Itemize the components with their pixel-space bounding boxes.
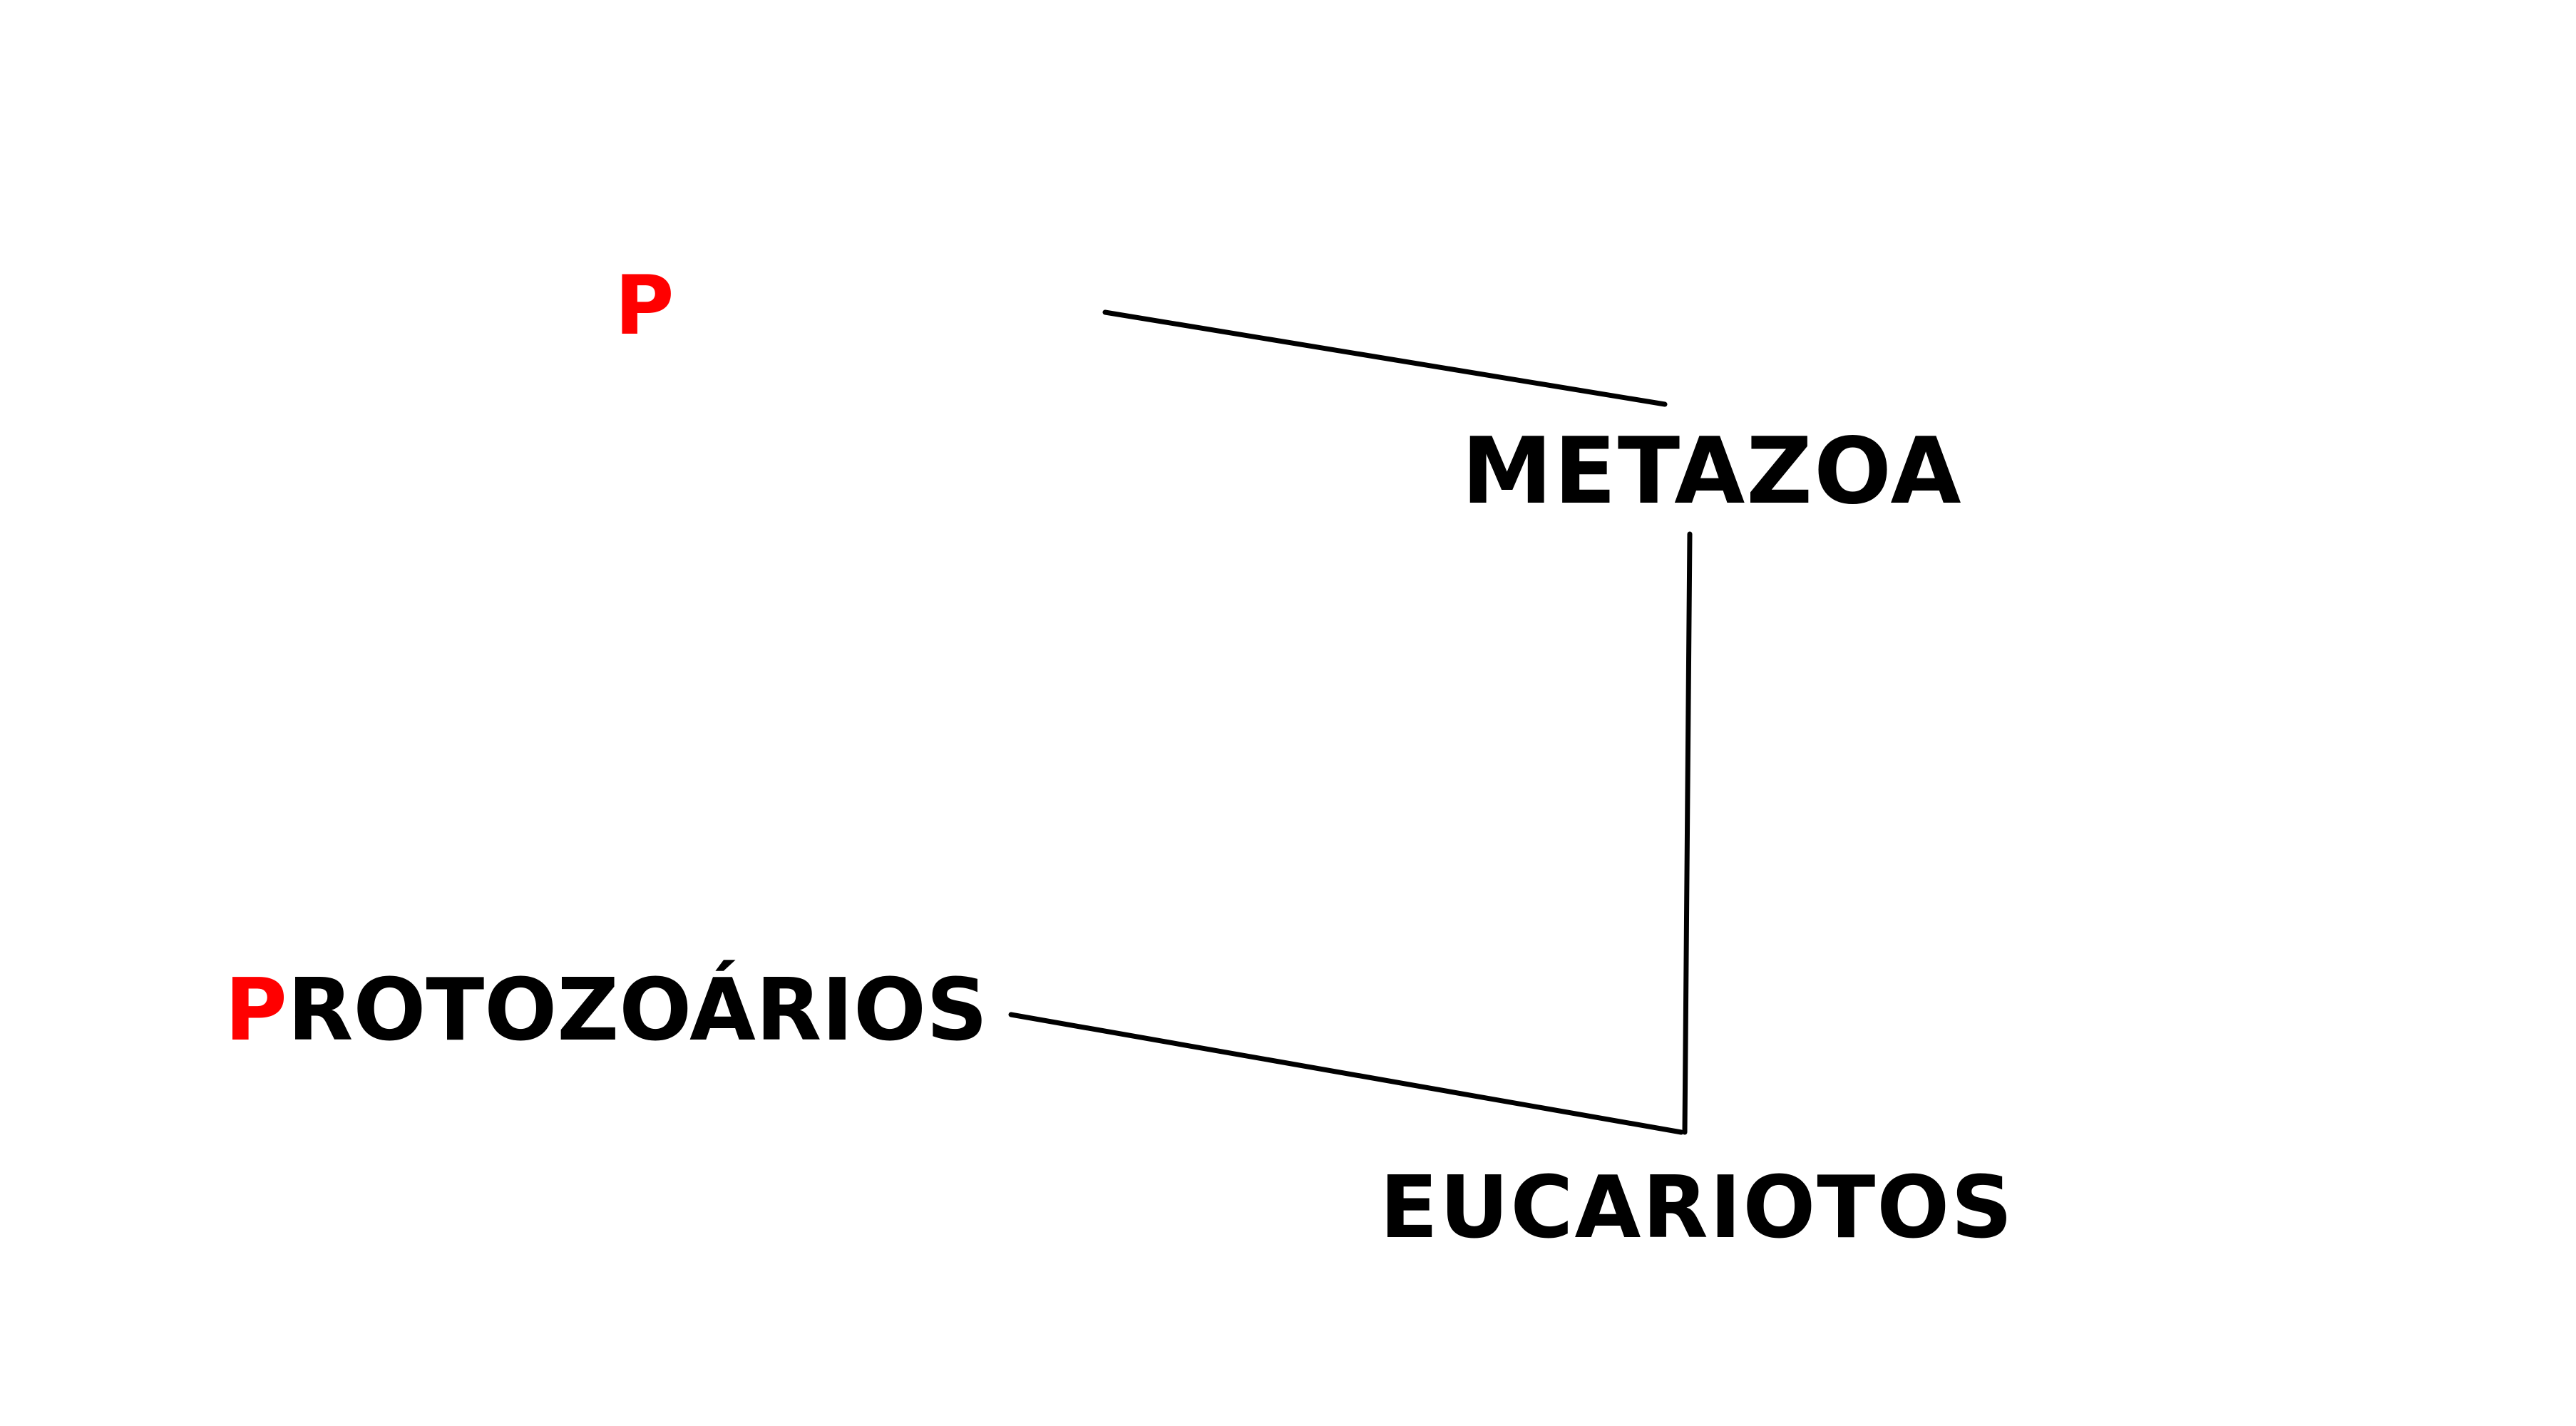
label-eucariotos: EUCARIOTOS [1380,1159,2014,1258]
label-protozoarios: PROTOZOÁRIOS [225,968,987,1054]
label-protozoarios-initial: P [225,961,287,1060]
label-protozoarios-rest: ROTOZOÁRIOS [287,961,988,1060]
label-p-letter: P [615,258,674,353]
label-metazoa: METAZOA [1462,419,1963,525]
connector-p-to-metazoa [1102,309,1668,407]
connector-metazoa-to-eucariotos [1682,531,1693,1135]
connector-protozoarios-to-eucariotos [1008,1012,1684,1135]
